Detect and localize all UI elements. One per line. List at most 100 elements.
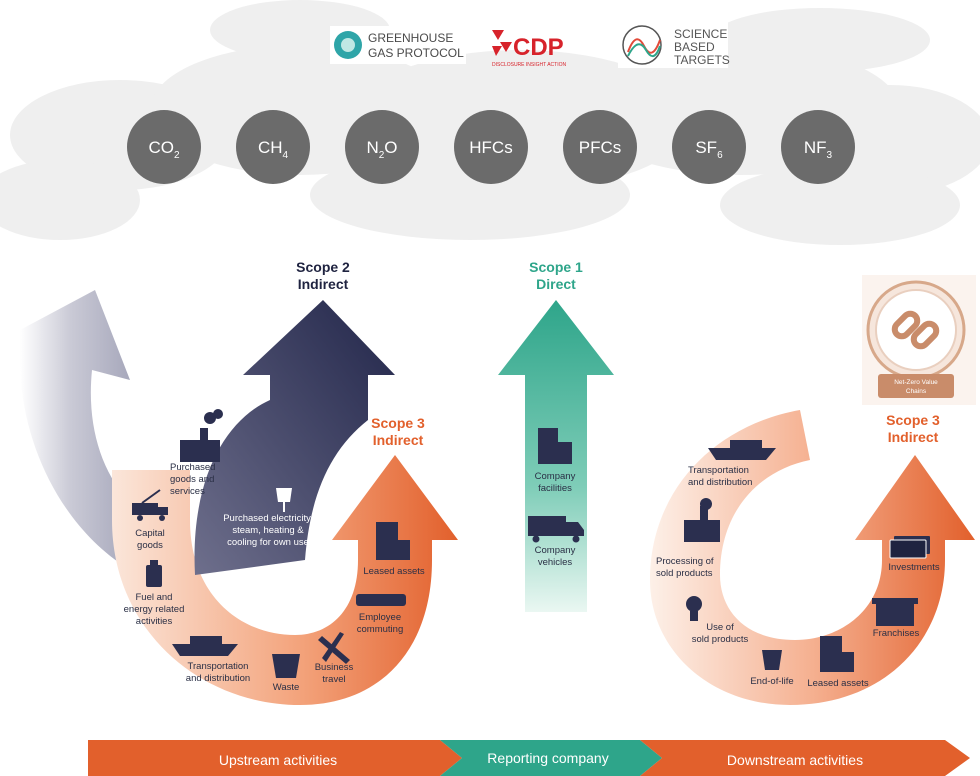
label-company-facilities: Company facilities [535, 471, 576, 494]
building-icon [376, 522, 410, 560]
plug-icon [276, 488, 292, 512]
label-scope2-electricity: Purchased electricity, steam, heating & … [223, 513, 313, 548]
factory-icon [180, 409, 223, 462]
svg-text:travel: travel [322, 674, 345, 685]
svg-text:Scope 3: Scope 3 [886, 412, 940, 428]
label-business-travel: Business travel [315, 662, 354, 685]
svg-text:sold products: sold products [692, 634, 749, 645]
scope1-title: Scope 1 Direct [529, 259, 583, 292]
label-franchises: Franchises [873, 628, 920, 639]
svg-text:services: services [170, 486, 205, 497]
svg-text:Transportation: Transportation [688, 465, 749, 476]
money-icon [889, 536, 930, 559]
label-employee-commuting: Employee commuting [357, 612, 403, 635]
svg-text:Indirect: Indirect [373, 432, 424, 448]
cdp-logo: CDP DISCLOSURE INSIGHT ACTION [492, 30, 566, 68]
label-end-of-life: End-of-life [750, 676, 793, 687]
svg-text:BASED: BASED [674, 40, 715, 54]
svg-text:Capital: Capital [135, 528, 165, 539]
svg-text:cooling for own use: cooling for own use [227, 537, 309, 548]
svg-text:Investments: Investments [888, 562, 939, 573]
svg-text:NF3: NF3 [804, 138, 833, 161]
svg-text:Direct: Direct [536, 276, 576, 292]
cloud-background [0, 0, 980, 245]
svg-text:PFCs: PFCs [579, 138, 622, 157]
label-purchased-goods: Purchased goods and services [170, 462, 215, 497]
upstream-band [88, 740, 462, 776]
svg-text:Purchased: Purchased [170, 462, 215, 473]
svg-text:Company: Company [535, 471, 576, 482]
gas-ch4: CH4 [236, 110, 310, 184]
svg-text:steam, heating &: steam, heating & [232, 525, 304, 536]
svg-text:DISCLOSURE INSIGHT ACTION: DISCLOSURE INSIGHT ACTION [492, 62, 566, 68]
svg-text:Employee: Employee [359, 612, 401, 623]
label-investments: Investments [888, 562, 939, 573]
waste-bin-icon [272, 654, 300, 678]
svg-text:Scope 2: Scope 2 [296, 259, 350, 275]
svg-text:Leased assets: Leased assets [807, 678, 869, 689]
downstream-band-label: Downstream activities [727, 752, 863, 768]
science-based-targets-logo: SCIENCE BASED TARGETS [618, 22, 730, 68]
fuel-can-icon [146, 560, 162, 587]
scope2-title: Scope 2 Indirect [296, 259, 350, 292]
company-truck-icon [528, 516, 584, 543]
svg-text:Chains: Chains [906, 388, 927, 395]
svg-text:Transportation: Transportation [188, 661, 249, 672]
label-capital-goods: Capital goods [135, 528, 165, 551]
svg-text:End-of-life: End-of-life [750, 676, 793, 687]
svg-text:energy related: energy related [124, 604, 185, 615]
downstream-band [640, 740, 970, 776]
svg-text:Fuel and: Fuel and [136, 592, 173, 603]
company-building-icon [538, 428, 572, 464]
svg-text:Net-Zero Value: Net-Zero Value [894, 379, 938, 386]
svg-text:Company: Company [535, 545, 576, 556]
label-downstream-leased-assets: Leased assets [807, 678, 869, 689]
scope2-arrow [194, 300, 395, 575]
gas-sf6: SF6 [672, 110, 746, 184]
svg-text:CH4: CH4 [258, 138, 289, 161]
svg-text:CDP: CDP [513, 34, 564, 61]
label-downstream-transport: Transportation and distribution [688, 465, 752, 488]
svg-text:Leased assets: Leased assets [363, 566, 425, 577]
svg-text:Indirect: Indirect [888, 429, 939, 445]
label-upstream-transport: Transportation and distribution [186, 661, 250, 684]
processing-factory-icon [684, 498, 720, 542]
svg-text:Business: Business [315, 662, 354, 673]
scope3-downstream-title: Scope 3 Indirect [886, 412, 940, 445]
svg-text:HFCs: HFCs [469, 138, 512, 157]
svg-text:goods: goods [137, 540, 163, 551]
gas-co2: CO2 [127, 110, 201, 184]
ghg-protocol-logo: GREENHOUSE GAS PROTOCOL [330, 26, 466, 64]
train-icon [356, 594, 406, 606]
gas-n2o: N2O [345, 110, 419, 184]
svg-text:Use of: Use of [706, 622, 734, 633]
airplane-icon [318, 632, 350, 664]
chain-link-icon [891, 310, 940, 350]
label-processing: Processing of sold products [656, 556, 714, 579]
downstream-ship-icon [708, 440, 776, 460]
svg-text:Franchises: Franchises [873, 628, 920, 639]
svg-text:activities: activities [136, 616, 173, 627]
svg-text:N2O: N2O [366, 138, 397, 161]
svg-text:commuting: commuting [357, 624, 403, 635]
svg-text:facilities: facilities [538, 483, 572, 494]
svg-text:Scope 1: Scope 1 [529, 259, 583, 275]
svg-text:Indirect: Indirect [298, 276, 349, 292]
light-bulb-icon [686, 596, 702, 621]
svg-text:and distribution: and distribution [688, 477, 752, 488]
truck-crane-icon [132, 489, 168, 521]
svg-text:Scope 3: Scope 3 [371, 415, 425, 431]
label-upstream-leased-assets: Leased assets [363, 566, 425, 577]
label-waste: Waste [273, 682, 300, 693]
svg-text:Waste: Waste [273, 682, 300, 693]
svg-text:TARGETS: TARGETS [674, 53, 730, 67]
svg-text:Processing of: Processing of [656, 556, 714, 567]
cargo-ship-icon [172, 636, 238, 656]
svg-text:SF6: SF6 [695, 138, 723, 161]
greenhouse-gases: CO2 CH4 N2O HFCs PFCs SF6 NF3 [127, 110, 855, 184]
upstream-band-label: Upstream activities [219, 752, 337, 768]
reporting-band [440, 740, 662, 776]
svg-text:CO2: CO2 [148, 138, 180, 161]
svg-text:vehicles: vehicles [538, 557, 573, 568]
reporting-band-label: Reporting company [487, 750, 608, 766]
